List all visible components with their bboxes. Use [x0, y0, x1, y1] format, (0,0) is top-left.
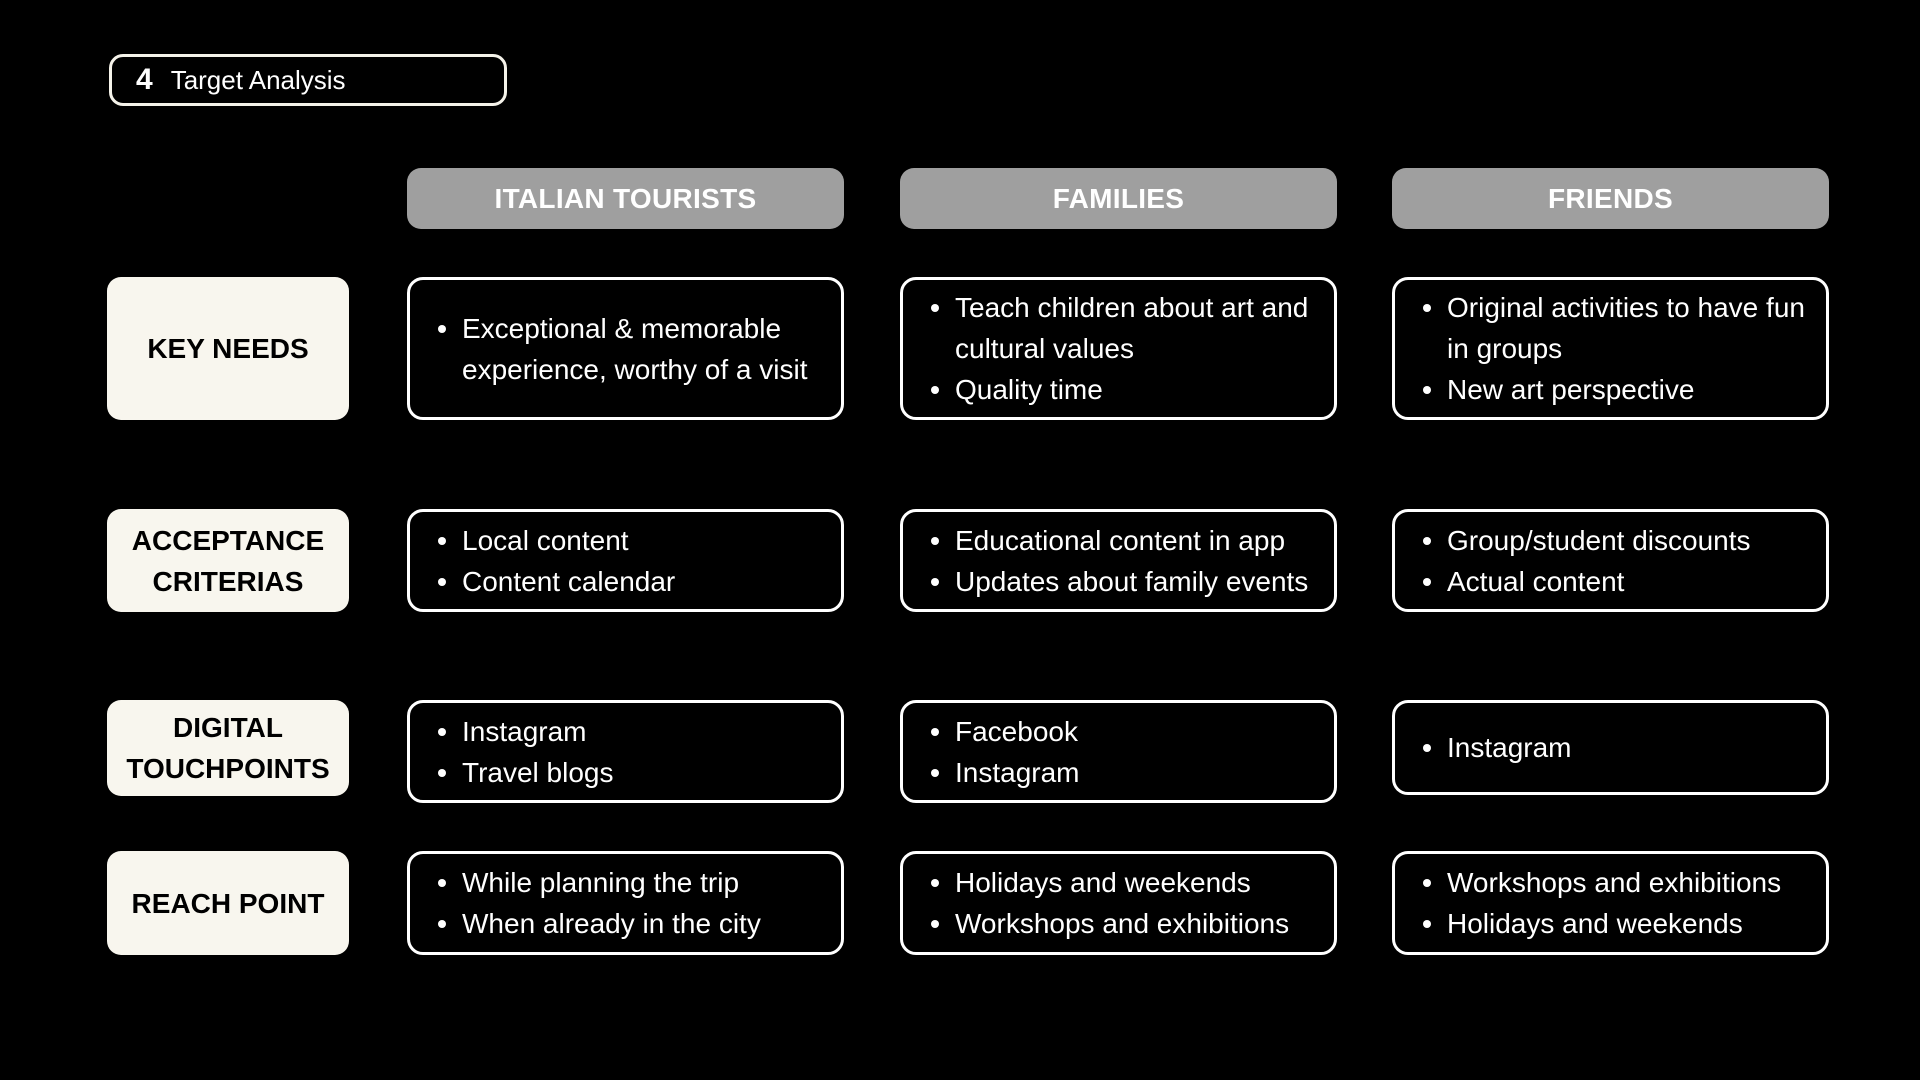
cell-reach-italian-tourists: While planning the trip When already in …: [407, 851, 844, 955]
row-label-text: DIGITAL TOUCHPOINTS: [126, 712, 330, 784]
list-item: Quality time: [925, 369, 1324, 410]
cell-key-needs-friends: Original activities to have fun in group…: [1392, 277, 1829, 420]
section-badge: 4 Target Analysis: [109, 54, 507, 106]
list-item: Workshops and exhibitions: [925, 903, 1324, 944]
list-item: While planning the trip: [432, 862, 831, 903]
column-header-friends: FRIENDS: [1392, 168, 1829, 229]
list-item: Workshops and exhibitions: [1417, 862, 1816, 903]
list-item: Educational content in app: [925, 520, 1324, 561]
list-item: New art perspective: [1417, 369, 1816, 410]
list-item: Local content: [432, 520, 831, 561]
row-label-reach-point: REACH POINT: [107, 851, 349, 955]
list-item: Exceptional & memorable experience, wort…: [432, 308, 831, 390]
cell-reach-families: Holidays and weekends Workshops and exhi…: [900, 851, 1337, 955]
row-label-acceptance-criterias: ACCEPTANCE CRITERIAS: [107, 509, 349, 612]
cell-acceptance-families: Educational content in app Updates about…: [900, 509, 1337, 612]
section-title: Target Analysis: [170, 64, 346, 95]
row-label-text: REACH POINT: [131, 887, 325, 919]
column-header-italian-tourists: ITALIAN TOURISTS: [407, 168, 844, 229]
list-item: Teach children about art and cultural va…: [925, 287, 1324, 369]
cell-touchpoints-italian-tourists: Instagram Travel blogs: [407, 700, 844, 803]
row-label-key-needs: KEY NEEDS: [107, 277, 349, 420]
list-item: Actual content: [1417, 561, 1816, 602]
list-item: Holidays and weekends: [1417, 903, 1816, 944]
cell-key-needs-families: Teach children about art and cultural va…: [900, 277, 1337, 420]
cell-reach-friends: Workshops and exhibitions Holidays and w…: [1392, 851, 1829, 955]
cell-touchpoints-friends: Instagram: [1392, 700, 1829, 795]
list-item: Group/student discounts: [1417, 520, 1816, 561]
list-item: Updates about family events: [925, 561, 1324, 602]
list-item: Travel blogs: [432, 752, 831, 793]
list-item: Content calendar: [432, 561, 831, 602]
cell-key-needs-italian-tourists: Exceptional & memorable experience, wort…: [407, 277, 844, 420]
cell-acceptance-italian-tourists: Local content Content calendar: [407, 509, 844, 612]
list-item: Instagram: [432, 711, 831, 752]
row-label-digital-touchpoints: DIGITAL TOUCHPOINTS: [107, 700, 349, 796]
cell-touchpoints-families: Facebook Instagram: [900, 700, 1337, 803]
list-item: When already in the city: [432, 903, 831, 944]
row-label-text: ACCEPTANCE CRITERIAS: [131, 524, 325, 597]
list-item: Facebook: [925, 711, 1324, 752]
section-number: 4: [136, 63, 153, 96]
list-item: Instagram: [1417, 727, 1816, 768]
list-item: Holidays and weekends: [925, 862, 1324, 903]
list-item: Original activities to have fun in group…: [1417, 287, 1816, 369]
cell-acceptance-friends: Group/student discounts Actual content: [1392, 509, 1829, 612]
column-header-families: FAMILIES: [900, 168, 1337, 229]
list-item: Instagram: [925, 752, 1324, 793]
row-label-text: KEY NEEDS: [147, 333, 309, 364]
